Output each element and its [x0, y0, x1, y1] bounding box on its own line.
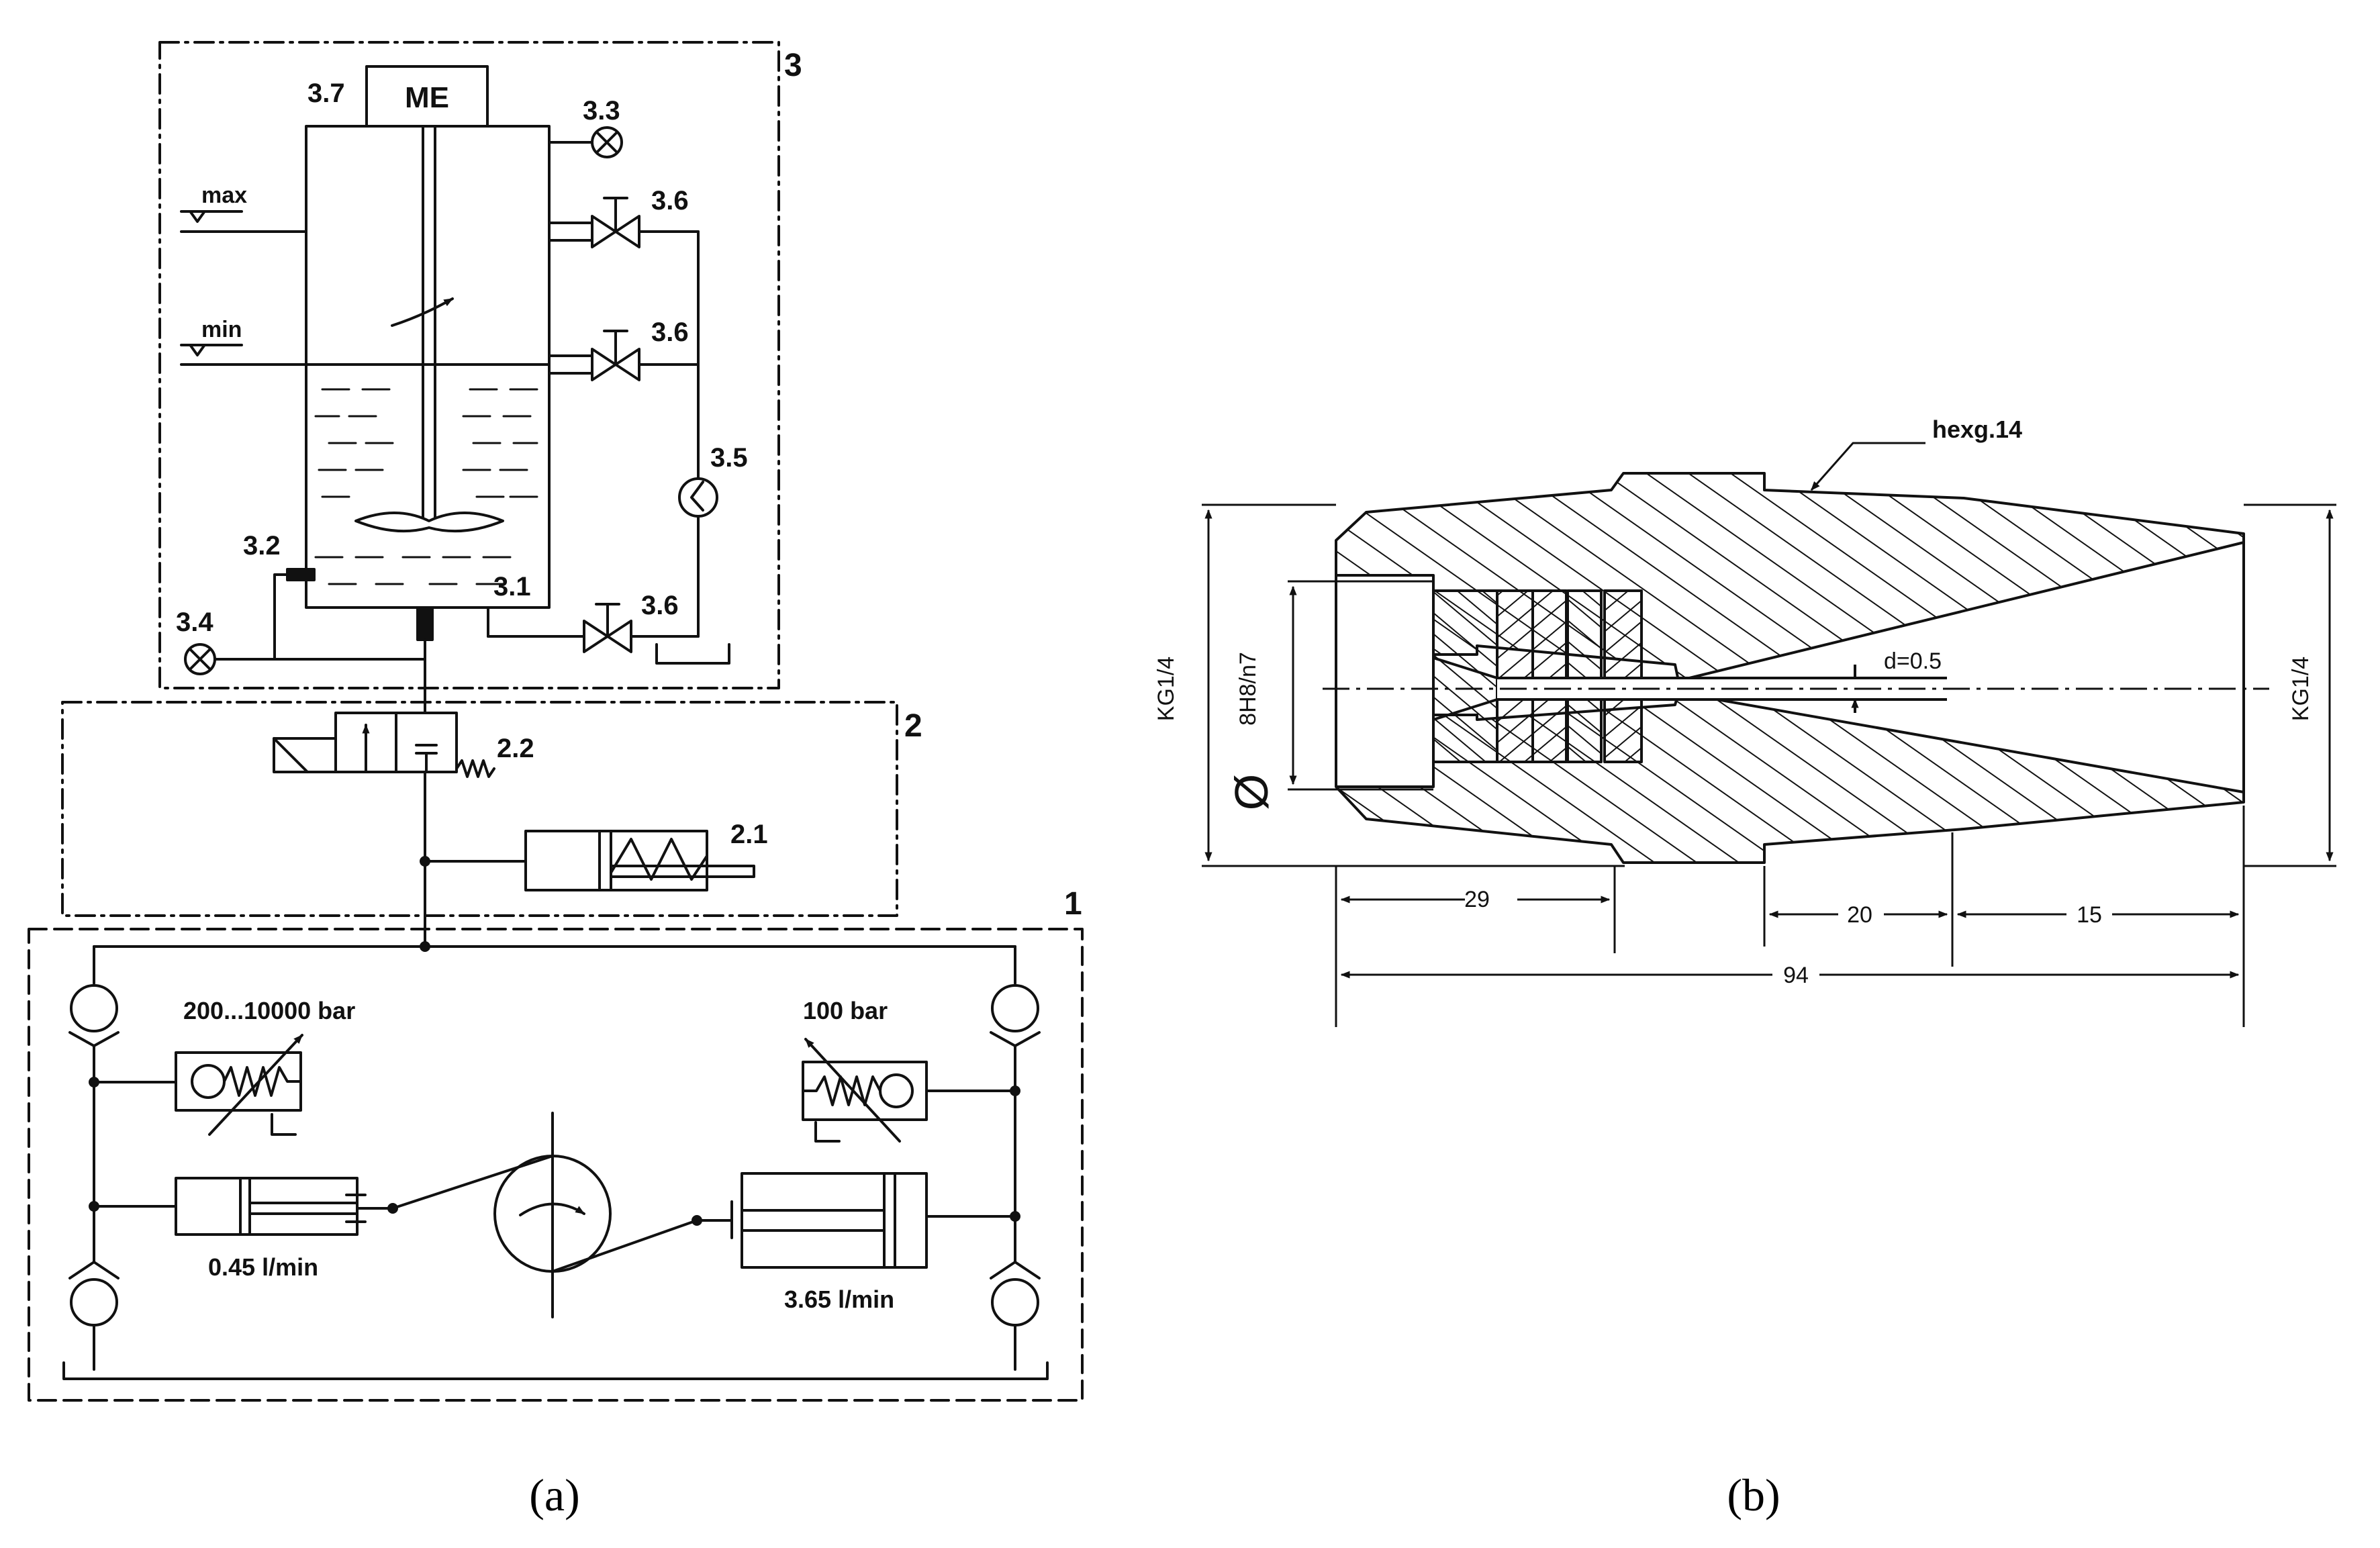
label-dim-15: 15 — [2077, 902, 2102, 928]
label-dim-94: 94 — [1783, 963, 1809, 988]
label-min: min — [201, 317, 242, 342]
label-gauge: 3.5 — [710, 443, 748, 473]
label-valve-min: 3.6 — [651, 318, 689, 347]
schematic-labels: 3 2 1 3.7 ME max min 3.3 3.6 3.6 3.5 3.2… — [176, 48, 1082, 1313]
nozzle-labels: hexg.14 KG1/4 KG1/4 8H8/n7 Ø d=0.5 29 20… — [1153, 416, 2314, 989]
label-unit-2: 2 — [904, 708, 922, 744]
check-valve-tr — [990, 984, 1041, 1047]
agitator-blade — [354, 512, 504, 533]
label-max: max — [201, 183, 247, 208]
indicator-3-4 — [184, 643, 216, 675]
label-motor-code: 3.7 — [307, 79, 345, 108]
caption-a: (a) — [529, 1469, 579, 1520]
valve-max — [548, 197, 640, 248]
insert-ring-2 — [1531, 589, 1568, 763]
mixing-tank — [305, 125, 551, 609]
tank-unit-box — [158, 41, 780, 689]
label-dim-20: 20 — [1847, 902, 1872, 928]
motor-box — [365, 65, 489, 128]
gauge-3-5 — [678, 477, 718, 518]
relief-valve-hp — [175, 1034, 303, 1136]
solenoid-valve — [273, 712, 495, 778]
valve-unit-box — [61, 701, 898, 917]
pump-unit-box — [28, 928, 1084, 1402]
label-orifice: d=0.5 — [1884, 648, 1942, 674]
sensor-3-2 — [286, 568, 316, 581]
sensor-3-1 — [416, 606, 434, 641]
label-sensor-outlet: 3.1 — [493, 572, 531, 601]
label-hp-flow: 0.45 l/min — [208, 1253, 318, 1281]
indicator-3-3 — [591, 126, 623, 158]
insert-ring-3 — [1566, 589, 1603, 763]
label-hp-relief: 200...10000 bar — [183, 997, 355, 1024]
label-unit-1: 1 — [1064, 886, 1082, 922]
liquid-dashes — [314, 388, 538, 585]
label-lp-flow: 3.65 l/min — [784, 1286, 894, 1313]
hydraulic-schematic — [28, 41, 1084, 1402]
accumulator — [524, 830, 755, 891]
check-valve-bl — [68, 1261, 120, 1326]
label-indicator-top: 3.3 — [583, 96, 620, 126]
label-hex: hexg.14 — [1932, 416, 2022, 443]
relief-valve-lp — [802, 1038, 928, 1143]
valve-min — [548, 330, 640, 381]
label-solenoid: 2.2 — [497, 734, 534, 763]
crank-disk — [391, 1112, 698, 1318]
label-indicator-left: 3.4 — [176, 608, 213, 637]
label-accumulator: 2.1 — [730, 820, 768, 849]
hp-cylinder — [175, 1177, 398, 1236]
label-sensor-side: 3.2 — [243, 531, 281, 561]
label-diameter-symbol: Ø — [1225, 774, 1278, 810]
valve-bottom — [583, 603, 632, 653]
label-motor: ME — [405, 81, 449, 114]
label-dim-29: 29 — [1464, 887, 1490, 912]
label-valve-max: 3.6 — [651, 186, 689, 215]
label-thread-right: KG1/4 — [2288, 657, 2314, 721]
check-valve-tl — [68, 984, 120, 1047]
insert-ring-1 — [1432, 589, 1498, 763]
label-lp-relief: 100 bar — [803, 997, 888, 1024]
nozzle-drawing — [1202, 442, 2336, 1027]
check-valve-br — [990, 1261, 1041, 1326]
label-unit-3: 3 — [784, 48, 802, 83]
caption-b: (b) — [1727, 1469, 1780, 1520]
label-bore-fit: 8H8/n7 — [1235, 652, 1261, 726]
label-thread-left: KG1/4 — [1153, 657, 1179, 721]
lp-cylinder — [692, 1172, 928, 1269]
insert-ring-4 — [1603, 589, 1643, 763]
label-valve-bottom: 3.6 — [641, 591, 679, 620]
